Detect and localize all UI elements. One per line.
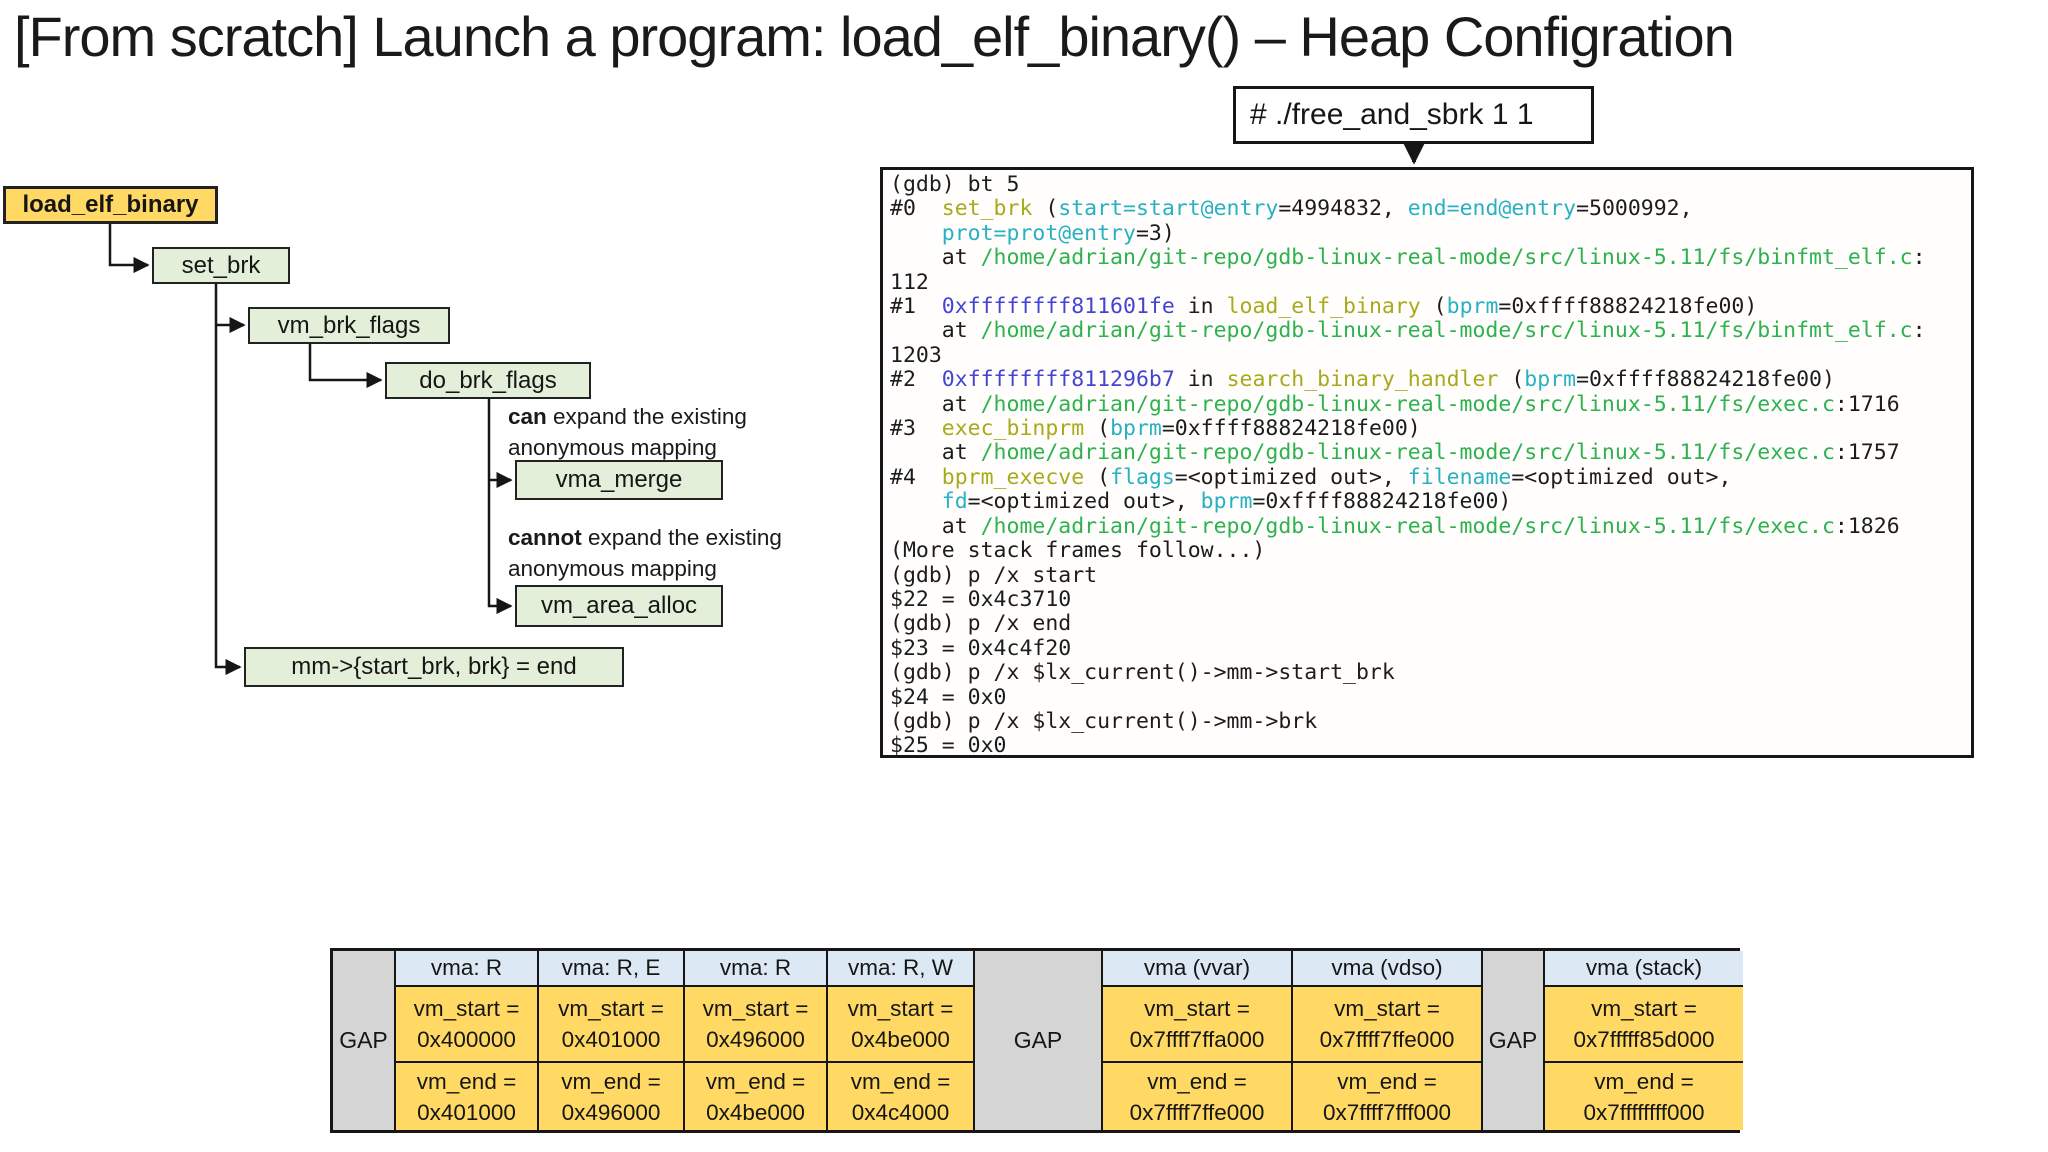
connector-vmbrk-to-dobrk xyxy=(308,344,383,389)
gdb-line: (gdb) p /x $lx_current()->mm->start_brk xyxy=(890,660,1395,686)
command-text: # ./free_and_sbrk 1 1 xyxy=(1250,98,1534,131)
annotation-bold: can xyxy=(508,404,547,429)
annotation-rest: expand the existing xyxy=(546,404,747,429)
vma-header-cell: vma (vvar) xyxy=(1103,951,1291,987)
flow-node-vm-brk-flags: vm_brk_flags xyxy=(248,307,450,344)
connector-setbrk-to-mm xyxy=(214,284,242,676)
gdb-line: #3 exec_binprm (bprm=0xffff88824218fe00) xyxy=(890,416,1421,442)
vm-start-cell: vm_start =0x7ffff7ffa000 xyxy=(1103,987,1291,1063)
vma-header-cell: vma (vdso) xyxy=(1293,951,1481,987)
annotation-line2: anonymous mapping xyxy=(508,435,717,460)
flow-node-mm-assign: mm->{start_brk, brk} = end xyxy=(244,647,624,687)
vm-start-cell: vm_start =0x4be000 xyxy=(828,987,973,1063)
page-title: [From scratch] Launch a program: load_el… xyxy=(14,5,1735,68)
vm-start-cell: vm_start =0x7ffff7ffe000 xyxy=(1293,987,1481,1063)
gdb-line: $23 = 0x4c4f20 xyxy=(890,635,1072,661)
vm-start-cell: vm_start =0x7fffff85d000 xyxy=(1545,987,1743,1063)
vm-end-cell: vm_end =0x7ffff7ffe000 xyxy=(1103,1063,1291,1130)
vm-end-cell: vm_end =0x496000 xyxy=(539,1063,683,1130)
connector-load-to-setbrk xyxy=(108,224,150,274)
gdb-line: at /home/adrian/git-repo/gdb-linux-real-… xyxy=(890,513,1900,539)
gdb-line: at /home/adrian/git-repo/gdb-linux-real-… xyxy=(890,318,1926,344)
annotation-cannot-expand: cannot expand the existing anonymous map… xyxy=(508,522,782,584)
flow-node-do-brk-flags: do_brk_flags xyxy=(385,362,591,399)
vma-header-cell: vma: R xyxy=(685,951,826,987)
gdb-line: 112 xyxy=(890,269,929,295)
gdb-line: 1203 xyxy=(890,342,942,368)
gdb-output: (gdb) bt 5#0 set_brk (start=start@entry=… xyxy=(880,167,1974,758)
flow-node-vm-area-alloc: vm_area_alloc xyxy=(515,585,723,627)
command-box: # ./free_and_sbrk 1 1 xyxy=(1233,86,1594,144)
flow-node-set-brk: set_brk xyxy=(152,247,290,284)
gap-cell: GAP xyxy=(1483,951,1545,1130)
vm-end-cell: vm_end =0x4be000 xyxy=(685,1063,826,1130)
gdb-line: $22 = 0x4c3710 xyxy=(890,586,1072,612)
annotation-can-expand: can expand the existing anonymous mappin… xyxy=(508,401,747,463)
flow-node-load-elf-binary: load_elf_binary xyxy=(3,186,218,224)
connector-dobrk-to-vmarea xyxy=(487,399,513,615)
gdb-line: $24 = 0x0 xyxy=(890,684,1007,710)
annotation-bold: cannot xyxy=(508,525,582,550)
gdb-line: (gdb) p /x end xyxy=(890,611,1072,637)
vma-header-cell: vma: R xyxy=(396,951,537,987)
vm-end-cell: vm_end =0x4c4000 xyxy=(828,1063,973,1130)
vm-end-cell: vm_end =0x7ffff7fff000 xyxy=(1293,1063,1481,1130)
gap-cell: GAP xyxy=(975,951,1103,1130)
gdb-line: (gdb) bt 5 xyxy=(890,172,1020,197)
gdb-line: (gdb) p /x $lx_current()->mm->brk xyxy=(890,708,1318,734)
vma-header-cell: vma (stack) xyxy=(1545,951,1743,987)
vm-end-cell: vm_end =0x401000 xyxy=(396,1063,537,1130)
vma-header-cell: vma: R, E xyxy=(539,951,683,987)
vm-start-cell: vm_start =0x400000 xyxy=(396,987,537,1063)
annotation-rest: expand the existing xyxy=(581,525,782,550)
gdb-line: (gdb) p /x start xyxy=(890,562,1098,588)
gdb-line: prot=prot@entry=3) xyxy=(941,220,1175,246)
gap-cell: GAP xyxy=(333,951,396,1130)
flow-node-vma-merge: vma_merge xyxy=(515,460,723,500)
vm-start-cell: vm_start =0x401000 xyxy=(539,987,683,1063)
gdb-line: $25 = 0x0 xyxy=(890,733,1007,758)
gdb-line: at /home/adrian/git-repo/gdb-linux-real-… xyxy=(890,440,1900,466)
gdb-line: #0 set_brk (start=start@entry=4994832, e… xyxy=(890,196,1693,222)
gdb-line: fd=<optimized out>, bprm=0xffff88824218f… xyxy=(941,489,1512,515)
vm-end-cell: vm_end =0x7ffffffff000 xyxy=(1545,1063,1743,1130)
gdb-line: (More stack frames follow...) xyxy=(890,538,1266,564)
gdb-line: at /home/adrian/git-repo/gdb-linux-real-… xyxy=(890,245,1926,271)
gdb-line: #4 bprm_execve (flags=<optimized out>, f… xyxy=(890,464,1732,490)
gdb-line: at /home/adrian/git-repo/gdb-linux-real-… xyxy=(890,391,1900,417)
gdb-line: #2 0xffffffff811296b7 in search_binary_h… xyxy=(890,367,1835,393)
annotation-line2: anonymous mapping xyxy=(508,556,717,581)
vma-header-cell: vma: R, W xyxy=(828,951,973,987)
vm-start-cell: vm_start =0x496000 xyxy=(685,987,826,1063)
gdb-line: #1 0xffffffff811601fe in load_elf_binary… xyxy=(890,294,1758,320)
